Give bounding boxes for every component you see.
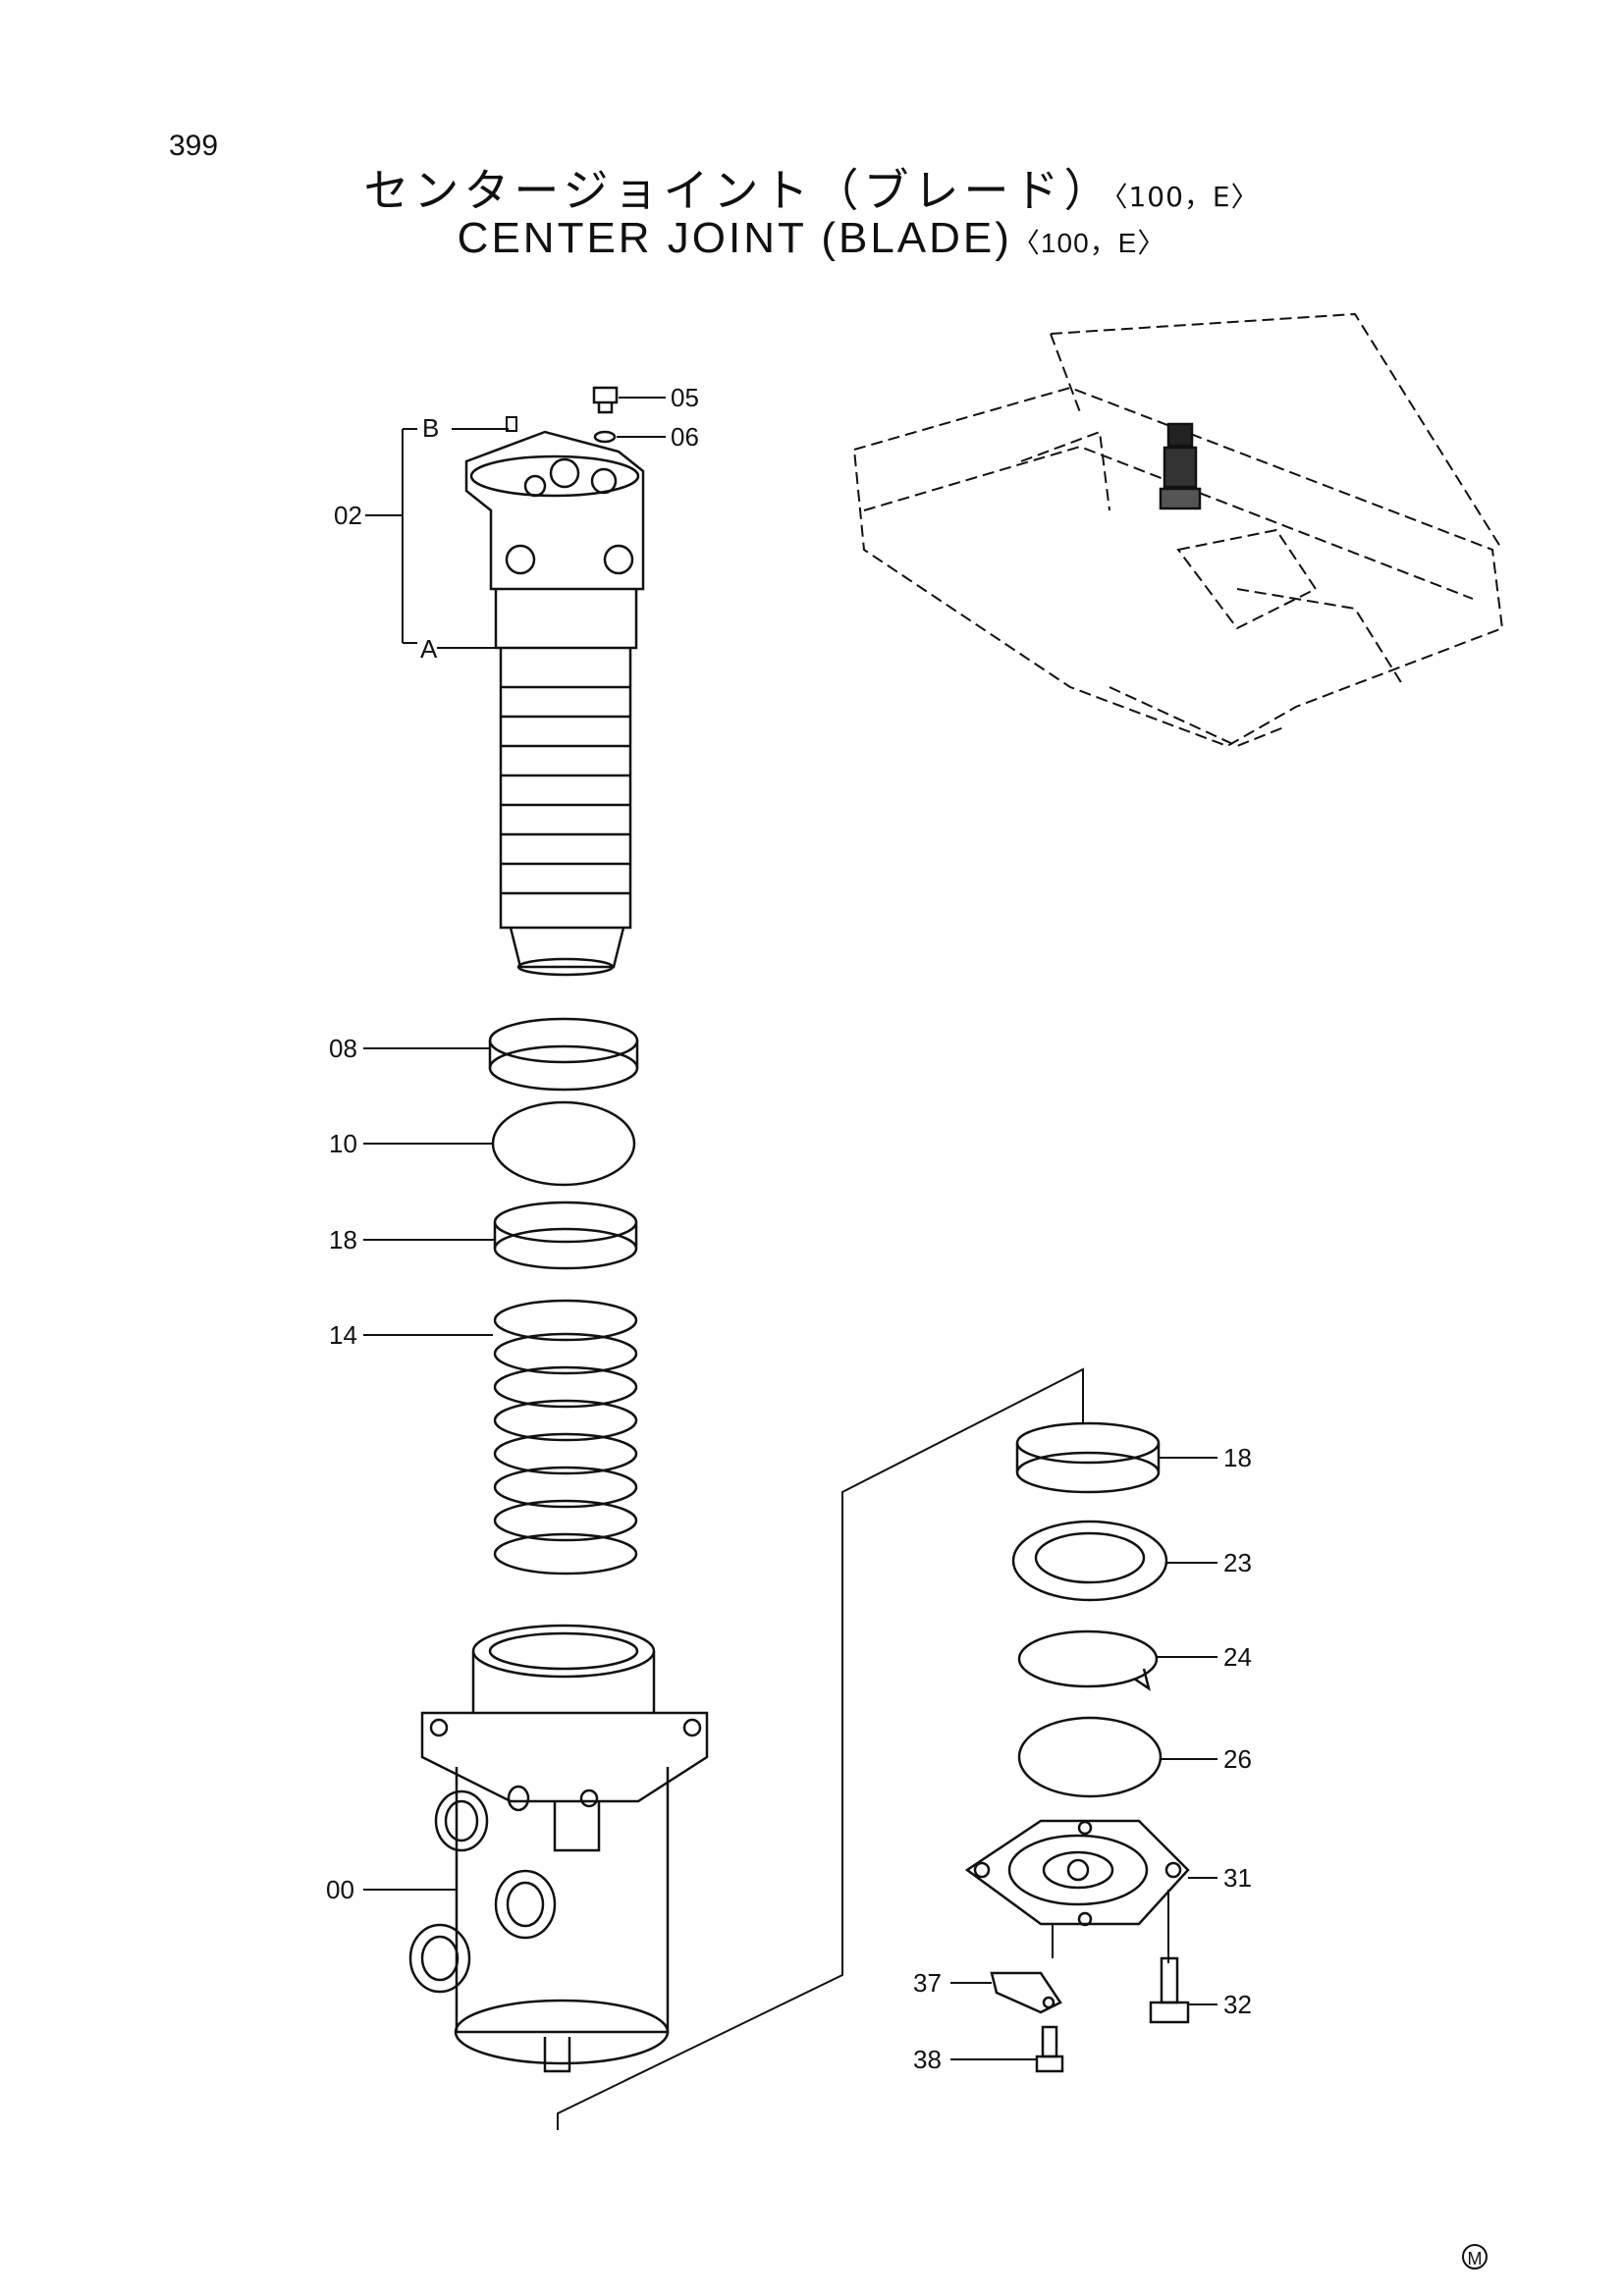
- seal-ring: [493, 1299, 638, 1342]
- title-english-text: CENTER JOINT (BLADE): [457, 214, 1012, 262]
- ring-08-drawing: [363, 1017, 639, 1092]
- o-ring-06-drawing: [593, 430, 666, 444]
- callout-02: 02: [334, 501, 362, 530]
- callout-32: 32: [1223, 1990, 1252, 2019]
- callout-26: 26: [1223, 1744, 1252, 1774]
- seal-ring: [493, 1332, 638, 1375]
- callout-a: A: [420, 634, 438, 664]
- bolt-38-drawing: [950, 2025, 1064, 2073]
- plate-37-drawing: [950, 1924, 1062, 2014]
- maker-mark-text: M: [1468, 2249, 1483, 2269]
- seal-stack-14-rings: [493, 1299, 638, 1575]
- seal-ring: [493, 1499, 638, 1542]
- title-japanese-text: センタージョイント（ブレード）: [363, 164, 1114, 217]
- callout-08: 08: [329, 1034, 357, 1063]
- maker-mark: M: [1462, 2244, 1488, 2269]
- callout-31: 31: [1223, 1863, 1252, 1893]
- callout-18-right: 18: [1223, 1443, 1252, 1472]
- ring-18-left-drawing: [363, 1201, 638, 1270]
- title-japanese: センタージョイント（ブレード）〈100，E〉: [0, 155, 1623, 220]
- assembly-connection-lines: [557, 1367, 1084, 2130]
- center-joint-location-marker: [1159, 422, 1202, 510]
- snap-ring-24-drawing: [1017, 1629, 1217, 1691]
- callout-14: 14: [329, 1320, 357, 1350]
- callout-05: 05: [671, 383, 699, 412]
- callout-b: B: [422, 413, 439, 443]
- seal-ring: [493, 1365, 638, 1409]
- callout-18-left: 18: [329, 1225, 357, 1255]
- seal-ring: [493, 1466, 638, 1509]
- cover-31-drawing: [964, 1819, 1217, 1927]
- title-english: CENTER JOINT (BLADE)〈100，E〉: [0, 214, 1623, 263]
- title-variant-en: 〈100，E〉: [1011, 228, 1166, 258]
- callout-06: 06: [671, 422, 699, 452]
- callout-37: 37: [913, 1968, 942, 1998]
- callout-38: 38: [913, 2045, 942, 2074]
- page-number: 399: [169, 130, 219, 162]
- seal-ring: [493, 1399, 638, 1442]
- plug-05-drawing: [592, 386, 666, 414]
- callout-24: 24: [1223, 1642, 1252, 1672]
- callout-23: 23: [1223, 1548, 1252, 1577]
- thrust-plate-23-drawing: [1011, 1520, 1217, 1602]
- seal-ring: [493, 1532, 638, 1575]
- title-variant: 〈100，E〉: [1113, 181, 1260, 213]
- housing-00-drawing: [363, 1624, 709, 2073]
- ring-18-right-drawing: [1015, 1421, 1217, 1494]
- bolt-32-drawing: [1149, 1890, 1217, 2024]
- spindle-assembly-drawing: [464, 430, 645, 977]
- callout-00: 00: [326, 1875, 354, 1904]
- seal-26-drawing: [1017, 1716, 1217, 1798]
- callout-10: 10: [329, 1129, 357, 1158]
- undercarriage-location-sketch: [852, 312, 1504, 748]
- seal-ring: [493, 1432, 638, 1475]
- leader-lines-02: [365, 416, 517, 649]
- seal-10-drawing: [363, 1100, 636, 1187]
